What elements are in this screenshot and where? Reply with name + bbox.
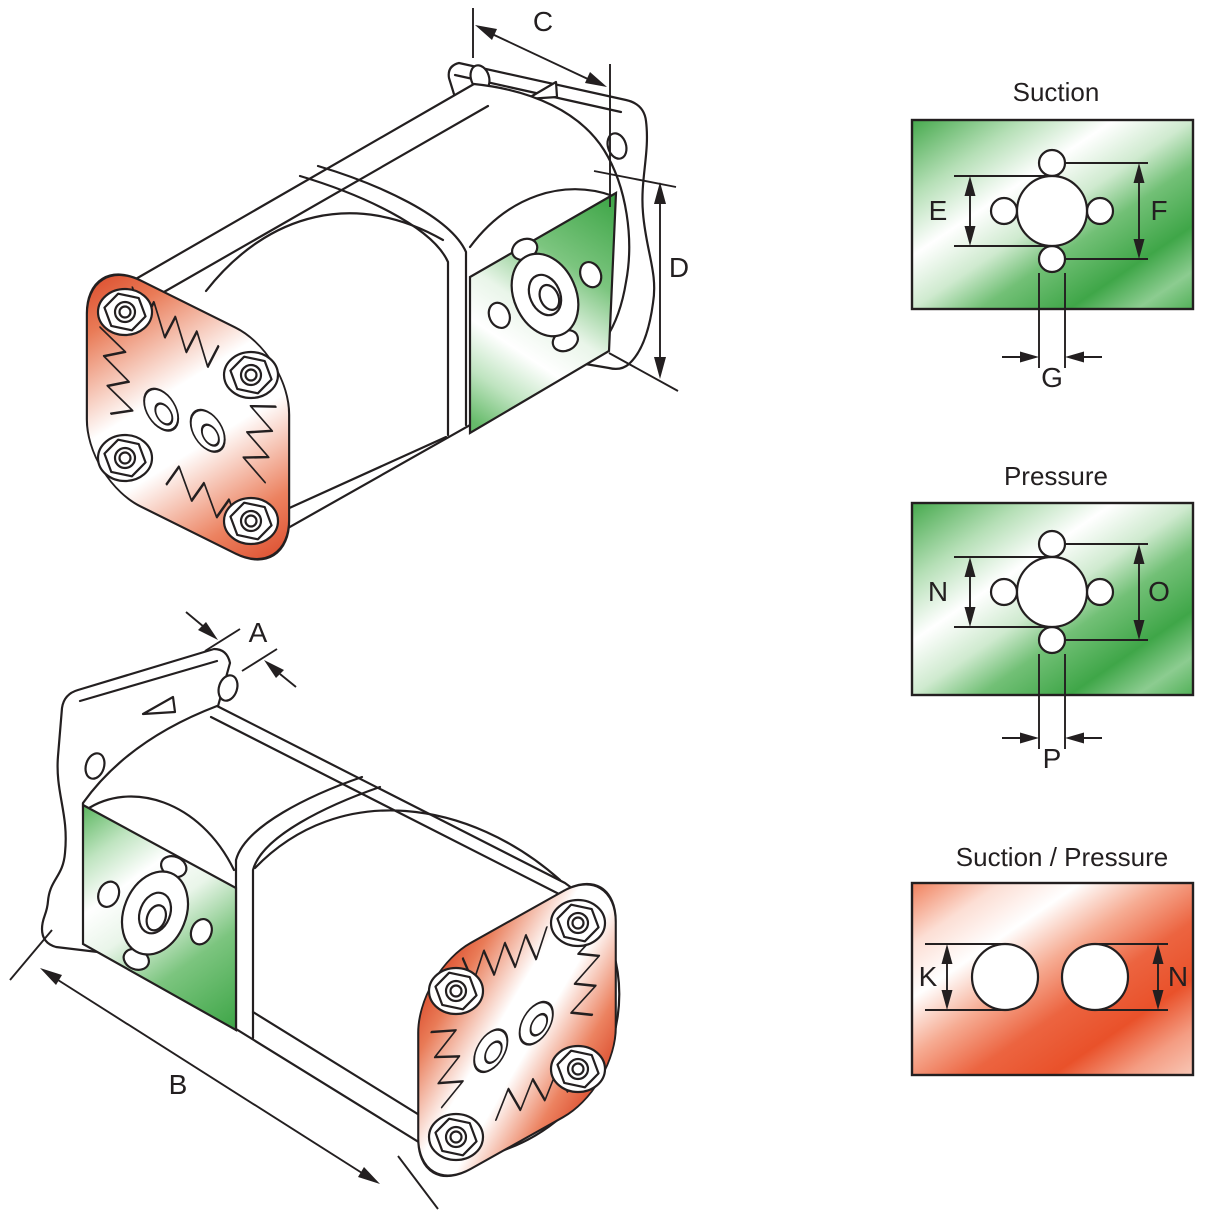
pump-rear-iso-view: C D [85,6,689,582]
flange-hole [606,132,628,160]
dim-label-n2: N [1168,961,1188,992]
hex-nut [549,1044,607,1094]
suction-pressure-plate [910,881,1195,1077]
dim-label-n: N [928,576,948,607]
dimension-a: A [185,611,297,688]
dim-label-g: G [1041,362,1063,393]
dim-label-p: P [1043,743,1062,774]
hex-nut [427,966,485,1016]
dim-label-d: D [669,252,689,283]
hex-nut [96,433,154,483]
dim-label-c: C [533,6,553,37]
suction-pressure-title: Suction / Pressure [956,842,1168,872]
port-hole-right [1060,942,1130,1012]
flange-hole [217,674,239,702]
stage-seam [298,174,450,437]
hex-nut [222,350,280,400]
dim-label-k: K [919,961,938,992]
dim-label-b: B [169,1069,188,1100]
dimension-b: B [9,929,439,1210]
hex-nut [549,898,607,948]
pump-front-iso-view: A B [9,611,621,1210]
stage-seam [234,775,364,1032]
stage-seam [251,785,382,1040]
dim-label-e: E [929,195,948,226]
dim-label-o: O [1148,576,1170,607]
dimension-d: D [593,170,689,392]
hex-nut [222,496,280,546]
flange-index-tab [141,695,177,716]
pressure-title: Pressure [1004,461,1108,491]
hex-nut [427,1112,485,1162]
dimension-c: C [472,6,611,207]
suction-title: Suction [1013,77,1100,107]
dim-label-a: A [249,617,268,648]
flange-index-tab [525,80,559,101]
dim-label-f: F [1150,195,1167,226]
flange-hole [84,752,106,780]
pressure-port-diagram: Pressure N O P [910,461,1195,774]
stage-seam [316,164,468,427]
port-hole-left [970,942,1040,1012]
suction-port-diagram: Suction E F G [910,77,1195,393]
suction-pressure-port-diagram: Suction / Pressure K N [910,842,1195,1077]
hex-nut [96,287,154,337]
